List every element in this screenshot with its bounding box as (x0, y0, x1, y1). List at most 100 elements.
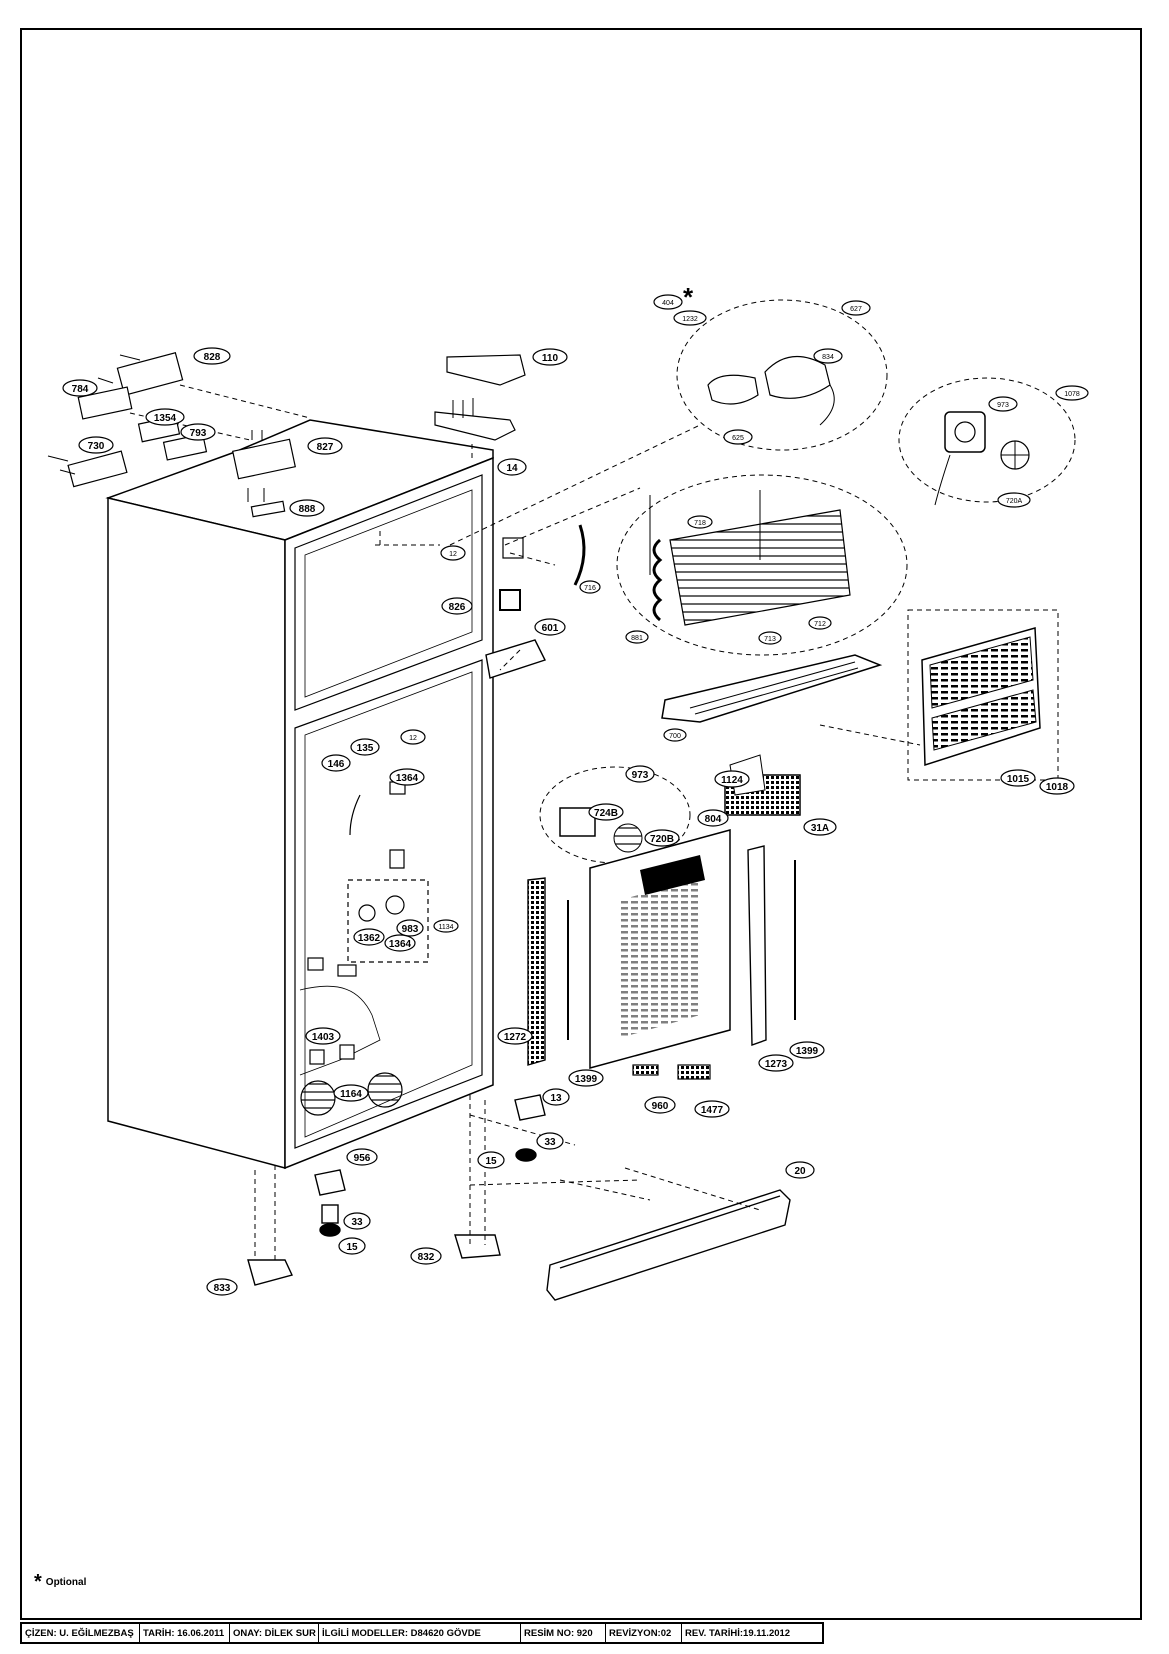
svg-text:1403: 1403 (312, 1032, 335, 1043)
svg-text:720B: 720B (650, 834, 674, 845)
callout-33-right: 33 (536, 1132, 564, 1150)
svg-text:888: 888 (299, 504, 316, 515)
svg-text:718: 718 (694, 520, 706, 527)
callout-1134: 1134 (433, 919, 459, 933)
callout-720B: 720B (644, 829, 680, 847)
evaporator-group (573, 474, 908, 656)
svg-text:1399: 1399 (575, 1074, 598, 1085)
revision-date: REV. TARİHİ:19.11.2012 (685, 1627, 791, 1639)
callout-15-left: 15 (338, 1237, 366, 1255)
fan-motor-group-627 (676, 299, 888, 451)
optional-star-icon: * (34, 1571, 42, 1593)
date: TARİH: 16.06.2011 (140, 1624, 230, 1642)
drawing-frame (20, 28, 1142, 1620)
svg-text:804: 804 (705, 814, 722, 825)
callout-973-upper: 973 (988, 396, 1018, 412)
callout-956: 956 (346, 1148, 378, 1166)
drain-tray-700 (661, 654, 883, 723)
callout-784: 784 (62, 379, 98, 397)
drawn-by: ÇİZEN: U. EĞİLMEZBAŞ (22, 1624, 140, 1642)
callout-13: 13 (542, 1088, 570, 1106)
svg-text:881: 881 (631, 635, 643, 642)
svg-text:833: 833 (214, 1283, 231, 1294)
callout-718: 718 (687, 515, 713, 529)
svg-text:1078: 1078 (1064, 391, 1080, 398)
callout-826: 826 (441, 597, 473, 615)
svg-text:625: 625 (732, 435, 744, 442)
callout-1164: 1164 (333, 1084, 369, 1102)
approved-by: ONAY: DİLEK SUR (230, 1624, 319, 1642)
callout-625: 625 (723, 429, 753, 445)
revision: REVİZYON:02 (606, 1624, 682, 1642)
svg-text:404: 404 (662, 300, 674, 307)
svg-text:1232: 1232 (682, 316, 698, 323)
svg-text:20: 20 (794, 1166, 806, 1177)
svg-text:1164: 1164 (340, 1089, 362, 1100)
svg-text:13: 13 (550, 1093, 562, 1104)
callout-135: 135 (350, 738, 380, 756)
callout-730: 730 (78, 436, 114, 454)
svg-text:12: 12 (409, 735, 417, 742)
callout-827: 827 (307, 437, 343, 455)
callout-973-lower: 973 (625, 765, 655, 783)
svg-text:146: 146 (328, 759, 345, 770)
callout-1403: 1403 (305, 1027, 341, 1045)
svg-text:14: 14 (506, 463, 518, 474)
callout-1078: 1078 (1055, 385, 1089, 401)
svg-text:828: 828 (204, 352, 221, 363)
duct-panel-804 (589, 754, 801, 1069)
svg-text:1134: 1134 (438, 924, 453, 931)
svg-text:713: 713 (764, 636, 776, 643)
callout-724B: 724B (588, 803, 624, 821)
callout-1018: 1018 (1039, 777, 1075, 795)
callout-793: 793 (180, 423, 216, 441)
callout-828: 828 (193, 347, 231, 365)
callout-804: 804 (697, 809, 729, 827)
svg-text:1362: 1362 (358, 933, 381, 944)
svg-text:834: 834 (822, 354, 834, 361)
callout-1232: 1232 (673, 310, 707, 326)
callout-832: 832 (410, 1247, 442, 1265)
svg-text:712: 712 (814, 621, 826, 628)
callout-1272: 1272 (497, 1027, 533, 1045)
callout-1399-left: 1399 (568, 1069, 604, 1087)
callout-110: 110 (532, 348, 568, 366)
svg-text:1399: 1399 (796, 1046, 819, 1057)
svg-text:724B: 724B (594, 808, 618, 819)
callout-12-lower: 12 (400, 729, 426, 745)
svg-text:1364: 1364 (396, 773, 419, 784)
svg-text:15: 15 (485, 1156, 497, 1167)
callout-146: 146 (321, 754, 351, 772)
svg-text:1354: 1354 (154, 413, 177, 424)
callout-960: 960 (644, 1096, 676, 1114)
callout-1273: 1273 (758, 1054, 794, 1072)
svg-text:1124: 1124 (721, 775, 743, 786)
optional-note: * Optional (34, 1571, 86, 1593)
callout-712: 712 (808, 616, 832, 630)
svg-text:827: 827 (317, 442, 334, 453)
svg-text:700: 700 (669, 733, 681, 740)
svg-text:627: 627 (850, 306, 862, 313)
svg-text:960: 960 (652, 1101, 669, 1112)
callout-1124: 1124 (714, 770, 750, 788)
title-block: ÇİZEN: U. EĞİLMEZBAŞ TARİH: 16.06.2011 O… (20, 1622, 824, 1644)
svg-text:15: 15 (346, 1242, 358, 1253)
callout-12-upper: 12 (440, 545, 466, 561)
callout-601: 601 (534, 618, 566, 636)
svg-text:33: 33 (544, 1137, 556, 1148)
callout-713: 713 (758, 631, 782, 645)
svg-text:135: 135 (357, 743, 374, 754)
callout-1015: 1015 (1000, 769, 1036, 787)
svg-text:1364: 1364 (389, 939, 412, 950)
optional-star-icon: * (683, 282, 694, 312)
svg-text:1477: 1477 (701, 1105, 724, 1116)
svg-text:956: 956 (354, 1153, 371, 1164)
callout-1362: 1362 (353, 928, 385, 946)
svg-text:730: 730 (88, 441, 105, 452)
callout-15-right: 15 (477, 1151, 505, 1169)
callout-1354: 1354 (145, 408, 185, 426)
side-strips (527, 845, 796, 1066)
svg-text:832: 832 (418, 1252, 435, 1263)
callout-1364-lower: 1364 (384, 934, 416, 952)
